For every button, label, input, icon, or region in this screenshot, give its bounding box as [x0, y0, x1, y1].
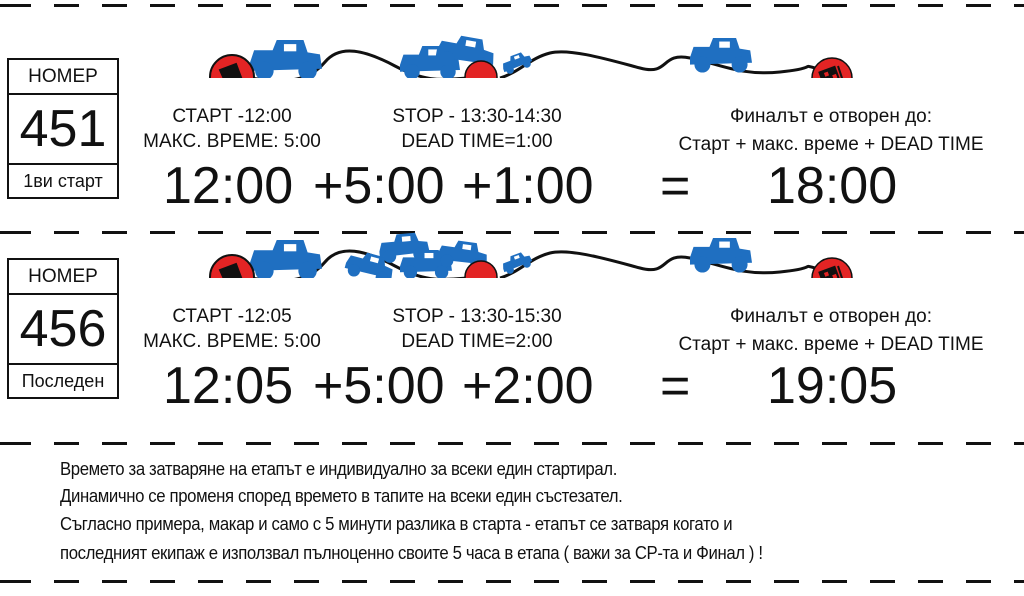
- competitor-number-box: НОМЕР 451 1ви старт: [7, 58, 119, 199]
- note-line: Динамично се променя според времето в та…: [60, 486, 623, 506]
- route-track: [209, 35, 853, 78]
- stop-label: STOP - 13:30-15:30: [392, 306, 562, 327]
- route-line: [250, 49, 816, 78]
- finish-open-label: Финалът е отворен до:: [729, 106, 933, 127]
- dashed-divider: [0, 442, 1024, 445]
- formula-equals: =: [660, 157, 691, 215]
- route-line: [250, 249, 816, 278]
- dead-time-label: DEAD TIME=2:00: [401, 331, 553, 352]
- number-label: НОМЕР: [9, 60, 117, 95]
- formula-start: 12:05: [163, 357, 294, 415]
- jeep-icon: [344, 252, 393, 278]
- start-order: Последен: [21, 371, 105, 391]
- finish-open-label: Финалът е отворен до:: [729, 306, 933, 327]
- finish-marker: [811, 257, 853, 278]
- jeep-icon: [250, 40, 322, 78]
- formula-start: 12:00: [163, 157, 294, 215]
- jeep-icon: [250, 240, 322, 278]
- finish-formula-label: Старт + макс. време + DEAD TIME: [678, 334, 984, 355]
- finish-marker: [811, 57, 853, 78]
- flag-icon: [218, 62, 243, 78]
- dashed-divider: [0, 231, 1024, 234]
- start-time-label: СТАРТ -12:00: [172, 106, 292, 127]
- note-line: Времето за затваряне на етапът е индивид…: [60, 459, 617, 479]
- note-line: Съгласно примера, макар и само с 5 минут…: [60, 514, 733, 534]
- stop-marker: [464, 260, 498, 278]
- route-track: [209, 232, 853, 278]
- formula-dead-time: +1:00: [462, 157, 594, 215]
- formula-max-time: +5:00: [313, 157, 445, 215]
- formula-max-time: +5:00: [313, 357, 445, 415]
- dead-time-label: DEAD TIME=1:00: [401, 131, 553, 152]
- flag-icon: [218, 262, 243, 278]
- dashed-divider: [0, 4, 1024, 7]
- example-panel-456: НОМЕР 456 Последен СТАРТ -12:05 МАКС. ВР…: [0, 232, 1024, 458]
- max-time-label: МАКС. ВРЕМЕ: 5:00: [143, 331, 321, 352]
- start-marker: [209, 54, 255, 78]
- competitor-number: 456: [9, 295, 117, 365]
- competitor-number: 451: [9, 95, 117, 165]
- start-order: 1ви старт: [23, 171, 103, 191]
- example-panel-451: НОМЕР 451 1ви старт СТАРТ -12:00 МАКС. В…: [0, 35, 1024, 258]
- stop-label: STOP - 13:30-14:30: [392, 106, 562, 127]
- dashed-divider: [0, 580, 1024, 583]
- jeep-icon: [503, 252, 533, 274]
- stop-marker: [464, 60, 498, 78]
- number-label: НОМЕР: [9, 260, 117, 295]
- competitor-number-box: НОМЕР 456 Последен: [7, 258, 119, 399]
- checkered-flag-icon: [818, 65, 844, 78]
- start-time-label: СТАРТ -12:05: [172, 306, 292, 327]
- note-line: последният екипаж е използвал пълноценно…: [60, 543, 763, 563]
- finish-formula-label: Старт + макс. време + DEAD TIME: [678, 134, 984, 155]
- formula-equals: =: [660, 357, 691, 415]
- jeep-icon: [503, 52, 533, 74]
- formula-result: 19:05: [767, 357, 898, 415]
- formula-result: 18:00: [767, 157, 898, 215]
- start-marker: [209, 254, 255, 278]
- formula-dead-time: +2:00: [462, 357, 594, 415]
- jeep-icon: [690, 238, 752, 273]
- checkered-flag-icon: [818, 265, 844, 278]
- jeep-icon: [690, 38, 752, 73]
- max-time-label: МАКС. ВРЕМЕ: 5:00: [143, 131, 321, 152]
